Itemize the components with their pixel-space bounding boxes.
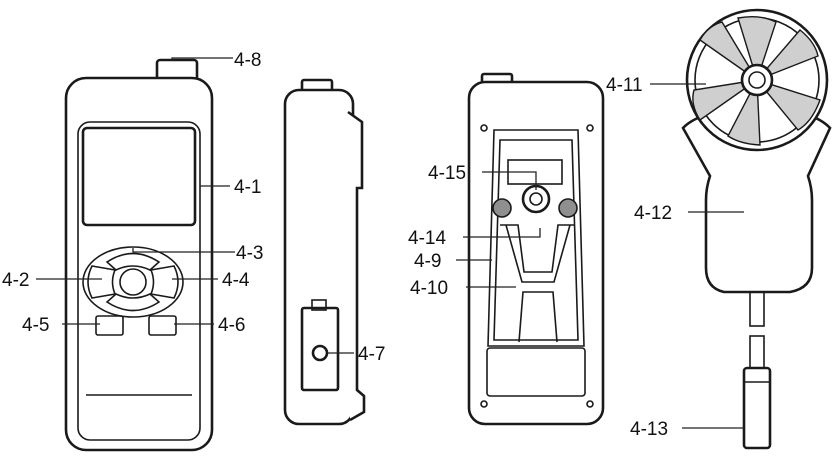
- vane-probe: [681, 8, 832, 450]
- lcd-display: [81, 126, 197, 227]
- down-button: [105, 293, 161, 312]
- function-button-right: [148, 315, 177, 336]
- side-view: [283, 78, 366, 426]
- side-jack: [311, 344, 329, 362]
- label-4-8: 4-8: [234, 50, 261, 71]
- label-4-10: 4-10: [410, 278, 448, 299]
- label-4-1: 4-1: [234, 177, 261, 198]
- front-view: [64, 58, 214, 452]
- label-4-2: 4-2: [2, 270, 29, 291]
- probe-cable-upper: [749, 291, 765, 327]
- label-4-14: 4-14: [408, 228, 446, 249]
- back-stand-frame: [487, 129, 585, 347]
- label-4-9: 4-9: [414, 251, 441, 272]
- label-4-5: 4-5: [22, 315, 49, 336]
- side-cover-tab: [311, 299, 327, 311]
- label-4-11: 4-11: [606, 75, 643, 96]
- label-4-7: 4-7: [358, 344, 385, 365]
- probe-cable-lower: [749, 335, 765, 369]
- back-view: [467, 72, 605, 426]
- button-pad: [82, 246, 184, 318]
- vane-blades: [692, 15, 821, 146]
- label-4-3: 4-3: [236, 243, 263, 264]
- part-labels: 4-8 4-1 4-3 4-2 4-4 4-5 4-6 4-7 4-15 4-1…: [2, 50, 672, 440]
- up-button: [105, 252, 161, 271]
- center-button: [119, 268, 147, 296]
- probe-connector: [742, 366, 772, 450]
- label-4-4: 4-4: [222, 270, 250, 291]
- label-4-6: 4-6: [218, 315, 245, 336]
- left-button: [87, 265, 117, 299]
- right-button: [149, 265, 179, 299]
- stand-bracket: [500, 224, 574, 273]
- screw-left: [492, 198, 512, 218]
- front-inner-panel: [77, 121, 201, 441]
- vane-hub: [740, 63, 774, 97]
- battery-compartment: [486, 347, 586, 397]
- side-stand: [347, 110, 366, 422]
- function-button-left: [95, 315, 124, 336]
- label-4-13: 4-13: [630, 419, 668, 440]
- label-4-15: 4-15: [428, 163, 466, 184]
- screw-right: [558, 198, 578, 218]
- leader-lines: [36, 57, 744, 429]
- back-housing: [467, 80, 605, 426]
- label-4-12: 4-12: [634, 203, 672, 224]
